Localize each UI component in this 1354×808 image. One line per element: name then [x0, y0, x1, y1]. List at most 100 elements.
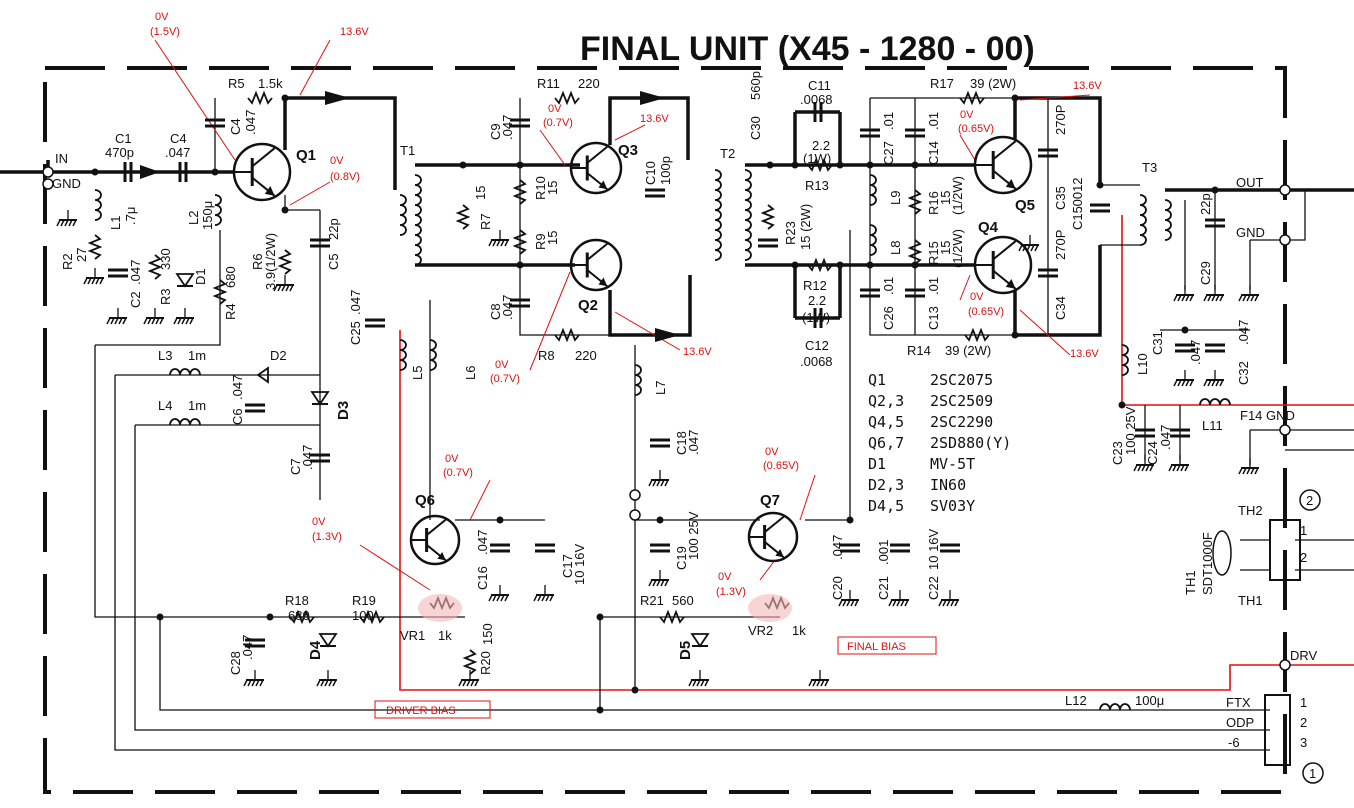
transformer-t2-primary [714, 169, 722, 261]
junction-dot [596, 706, 604, 714]
ground-symbol [159, 317, 164, 325]
ground-symbol [466, 679, 471, 687]
terminal [1279, 184, 1291, 196]
ground-symbol [281, 284, 286, 292]
ground-symbol [704, 679, 709, 687]
ground-symbol [106, 317, 111, 325]
ground-symbol [185, 317, 190, 325]
label-q6-a: 0V [445, 453, 459, 465]
label-c23: C23 [1110, 441, 1125, 465]
label-in: IN [55, 151, 68, 166]
label-l1-v: .7μ [123, 207, 138, 225]
label-q2-base-b: (0.7V) [490, 373, 520, 385]
ground-symbol [118, 317, 123, 325]
label-r13-v: 2.2 [812, 138, 830, 153]
ground-symbol [846, 599, 851, 607]
terminal [629, 489, 641, 501]
label-c9-v: .047 [500, 115, 515, 140]
ground-symbol [1034, 244, 1039, 252]
label-c9: C9 [488, 123, 503, 140]
label-c1: C1 [115, 131, 132, 146]
voltage-leader [289, 181, 331, 206]
ground-symbol [1149, 464, 1154, 472]
ground-symbol [458, 679, 463, 687]
label-odp: ODP [1226, 715, 1254, 730]
label-r2: R2 [60, 253, 75, 270]
ground-symbol [1185, 294, 1190, 302]
label-vr2: VR2 [748, 623, 773, 638]
label-f14-gnd: F14 GND [1240, 408, 1295, 423]
ground-symbol [1022, 244, 1027, 252]
ground-symbol [114, 317, 119, 325]
label-c10: C10 [643, 161, 658, 185]
label-c24: C24 [1145, 441, 1160, 465]
label-r9: R9 [533, 233, 548, 250]
junction-dot [516, 161, 524, 169]
ground-symbol [87, 277, 92, 285]
diode-d1 [175, 273, 195, 288]
label-l12: L12 [1065, 693, 1087, 708]
junction-dot [911, 261, 919, 269]
transistor-q5-emitter-arrow [1005, 179, 1016, 189]
label-c28-v: .047 [240, 635, 255, 660]
junction-dot [1011, 94, 1019, 102]
ground-symbol [500, 594, 505, 602]
label-d4: D4 [307, 640, 324, 660]
ground-symbol [692, 679, 697, 687]
junction-dot [459, 161, 467, 169]
junction-dot [1011, 331, 1019, 339]
label-q1-base-b: (1.5V) [150, 26, 180, 38]
parts-list: Q1 2SC2075 Q2,3 2SC2509 Q4,5 2SC2290 Q6,… [868, 371, 1011, 515]
label-q6: Q6 [415, 492, 435, 509]
driver-bias-label: DRIVER BIAS [386, 705, 456, 717]
resistor-r2 [87, 234, 103, 260]
ground-symbol [950, 599, 955, 607]
ground-symbol [1030, 244, 1035, 252]
label-l4: L4 [158, 398, 172, 413]
label-minus6: -6 [1228, 735, 1240, 750]
label-r19-v: 100 [352, 608, 374, 623]
label-l5: L5 [410, 366, 425, 380]
label-r6: R6 [250, 253, 265, 270]
signal-arrow [140, 165, 160, 179]
resistor-r20 [462, 649, 478, 675]
label-c22: C22 [926, 576, 941, 600]
parts-list-ref: Q4,5 [868, 413, 904, 431]
label-c15: C15 [1070, 206, 1085, 230]
ground-symbol [648, 579, 653, 587]
voltage-leader [359, 544, 431, 591]
label-d5: D5 [677, 641, 694, 660]
label-l4-v: 1m [188, 398, 206, 413]
inductor-l5 [399, 339, 407, 371]
signal-path [1013, 96, 1102, 185]
ground-symbol [1173, 294, 1178, 302]
signal-arrow [640, 91, 665, 105]
label-l1: L1 [108, 216, 123, 230]
inductor-l12 [1099, 703, 1131, 711]
label-q3: Q3 [618, 142, 638, 159]
label-c30-v: 560p [748, 71, 763, 100]
transistor-q6-emitter-arrow [437, 552, 446, 561]
label-q4-base-a: 0V [970, 291, 984, 303]
label-q1-coll: 13.6V [340, 26, 369, 38]
label-c29: C29 [1198, 261, 1213, 285]
label-r11-v: 220 [578, 76, 600, 91]
label-c4a-v: .047 [165, 145, 190, 160]
label-r18-v: 680 [288, 608, 310, 623]
voltage-leader [959, 274, 971, 301]
label-r8-v: 220 [575, 348, 597, 363]
label-r16: R16 [926, 191, 941, 215]
label-r5: R5 [228, 76, 245, 91]
ground-symbol [488, 239, 493, 247]
junction-dot [791, 261, 799, 269]
label-c2-v: .047 [128, 260, 143, 285]
label-gnd-in: GND [52, 176, 81, 191]
transistor-q5-collector [992, 140, 1017, 161]
wire [94, 345, 465, 618]
label-q2: Q2 [578, 297, 598, 314]
ground-symbol [892, 599, 897, 607]
label-vr1-b: (1.3V) [312, 531, 342, 543]
label-q3-coll: 13.6V [640, 113, 669, 125]
transformer-t1-primary [399, 194, 407, 236]
